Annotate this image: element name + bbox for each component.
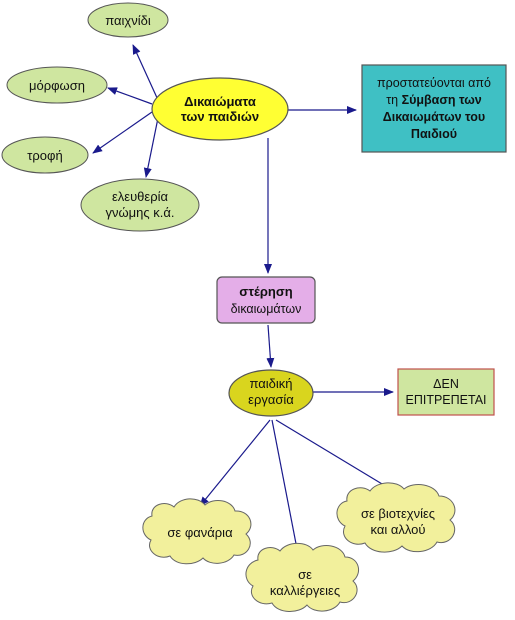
forbidden-line2: ΕΠΙΤΡΕΠΕΤΑΙ xyxy=(405,393,486,407)
forbidden-line1: ΔΕΝ xyxy=(433,377,459,391)
arrow-to-food xyxy=(92,111,153,154)
food-label: τροφή xyxy=(27,148,62,163)
child-labor-line2: εργασία xyxy=(248,392,294,407)
child-labor-node: παιδική εργασία xyxy=(228,369,314,417)
connectors xyxy=(92,44,398,555)
workshops-cloud: σε βιοτεχνίες και αλλού xyxy=(336,482,456,553)
convention-line2-bold: Σύμβαση των xyxy=(402,93,482,107)
play-node: παιχνίδι xyxy=(87,2,169,38)
center-label-line1: Δικαιώματα xyxy=(184,94,256,109)
arrow-to-play xyxy=(132,44,159,101)
center-node: Δικαιώματα των παιδιών xyxy=(151,77,289,141)
freedom-label-line2: γνώμης κ.ά. xyxy=(106,205,175,220)
arrow-to-freedom xyxy=(143,117,159,178)
arrow-to-workshops xyxy=(275,419,398,494)
forbidden-box: ΔΕΝ ΕΠΙΤΡΕΠΕΤΑΙ xyxy=(397,368,495,416)
traffic-lights-label: σε φανάρια xyxy=(167,525,233,540)
deprivation-line2: δικαιωμάτων xyxy=(231,302,302,316)
freedom-node: ελευθερία γνώμης κ.ά. xyxy=(80,178,200,232)
freedom-label-line1: ελευθερία xyxy=(112,189,169,204)
education-node: μόρφωση xyxy=(6,66,108,104)
convention-box: προστατεύονται από τη Σύμβαση των Δικαιω… xyxy=(361,64,507,153)
deprivation-line1: στέρηση xyxy=(239,284,292,299)
workshops-line2: και αλλού xyxy=(370,522,425,537)
center-label-line2: των παιδιών xyxy=(181,109,259,124)
workshops-line1: σε βιοτεχνίες xyxy=(361,506,435,521)
child-labor-line1: παιδική xyxy=(249,376,292,391)
convention-line3: Δικαιωμάτων του xyxy=(383,110,485,124)
convention-line4: Παιδιού xyxy=(411,127,457,141)
convention-line2-pre: τη xyxy=(386,93,401,107)
education-label: μόρφωση xyxy=(29,78,85,93)
convention-line1: προστατεύονται από xyxy=(377,76,491,90)
farming-line2: καλλιέργειες xyxy=(270,583,340,598)
play-label: παιχνίδι xyxy=(105,13,151,28)
convention-line2: τη Σύμβαση των xyxy=(386,93,482,107)
food-node: τροφή xyxy=(1,136,89,174)
farming-cloud: σε καλλιέργειες xyxy=(245,542,360,612)
arrow-to-farming xyxy=(271,419,301,555)
arrow-to-education xyxy=(107,87,153,105)
deprivation-box: στέρηση δικαιωμάτων xyxy=(216,276,316,324)
traffic-lights-cloud: σε φανάρια xyxy=(142,498,252,565)
farming-line1: σε xyxy=(298,567,312,582)
arrow-to-child-labor xyxy=(266,324,275,368)
arrow-to-traffic-lights xyxy=(199,419,271,507)
